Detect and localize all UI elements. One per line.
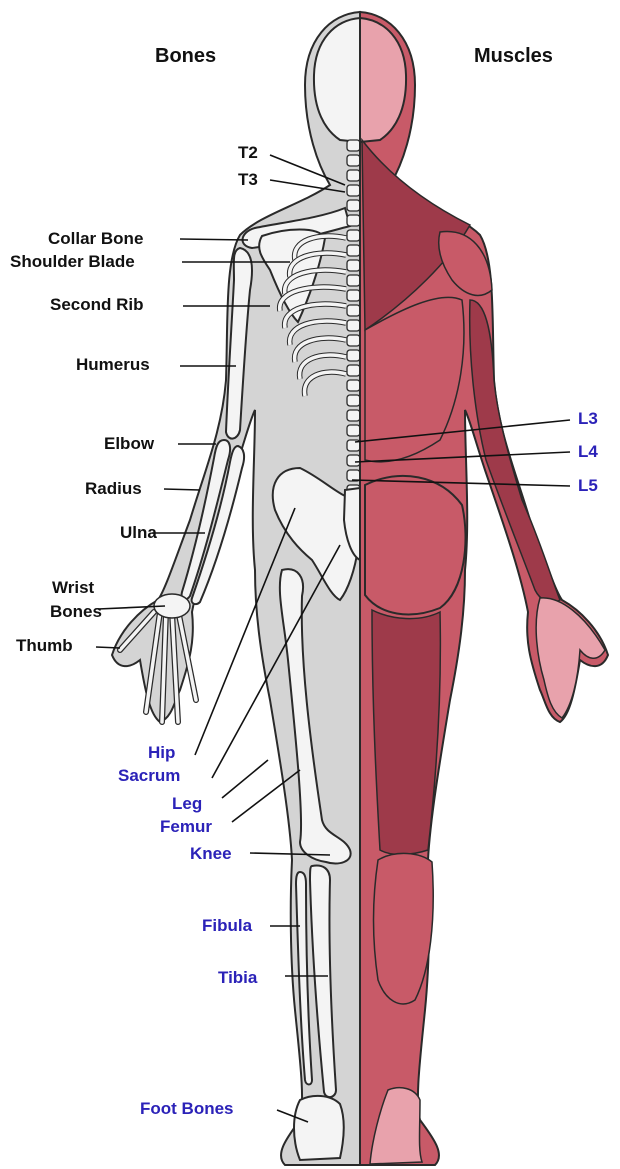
label-l3: L3 [578, 409, 598, 429]
leader-line [96, 647, 120, 648]
vertebra [347, 260, 360, 271]
label-l4: L4 [578, 442, 598, 462]
label-hip: Hip [148, 743, 175, 763]
vertebra [347, 305, 360, 316]
vertebra [347, 410, 360, 421]
label-fibula: Fibula [202, 916, 252, 936]
gluteus-muscle [365, 476, 466, 615]
label-shoulder-blade: Shoulder Blade [10, 252, 135, 272]
label-tibia: Tibia [218, 968, 257, 988]
vertebra [347, 215, 360, 226]
label-l5: L5 [578, 476, 598, 496]
label-femur: Femur [160, 817, 212, 837]
leader-line [164, 489, 200, 490]
label-second-rib: Second Rib [50, 295, 144, 315]
label-leg: Leg [172, 794, 202, 814]
label-ulna: Ulna [120, 523, 157, 543]
vertebra [347, 395, 360, 406]
vertebra [347, 275, 360, 286]
vertebra [347, 455, 360, 466]
vertebra [347, 365, 360, 376]
leader-line [222, 760, 268, 798]
vertebra [347, 230, 360, 241]
vertebra [347, 290, 360, 301]
label-foot-bones: Foot Bones [140, 1099, 234, 1119]
vertebra [347, 425, 360, 436]
leader-line [180, 239, 248, 240]
label-collar-bone: Collar Bone [48, 229, 143, 249]
label-wrist-bones: Bones [50, 602, 102, 622]
vertebra [347, 380, 360, 391]
vertebra [347, 245, 360, 256]
vertebra [347, 350, 360, 361]
vertebra [347, 320, 360, 331]
label-wrist: Wrist [52, 578, 94, 598]
label-radius: Radius [85, 479, 142, 499]
vertebra [347, 140, 360, 151]
label-knee: Knee [190, 844, 232, 864]
label-t3: T3 [238, 170, 258, 190]
label-elbow: Elbow [104, 434, 154, 454]
label-t2: T2 [238, 143, 258, 163]
label-humerus: Humerus [76, 355, 150, 375]
vertebra [347, 335, 360, 346]
muscle-half [360, 12, 608, 1165]
vertebra [347, 200, 360, 211]
heading-bones: Bones [155, 46, 216, 66]
skeleton-half [112, 12, 360, 1165]
foot-bone-group [294, 1096, 344, 1160]
label-sacrum: Sacrum [118, 766, 180, 786]
vertebra [347, 185, 360, 196]
heading-muscles: Muscles [474, 46, 553, 66]
vertebra [347, 170, 360, 181]
vertebra [347, 155, 360, 166]
hamstring-muscle [372, 610, 440, 855]
label-thumb: Thumb [16, 636, 73, 656]
